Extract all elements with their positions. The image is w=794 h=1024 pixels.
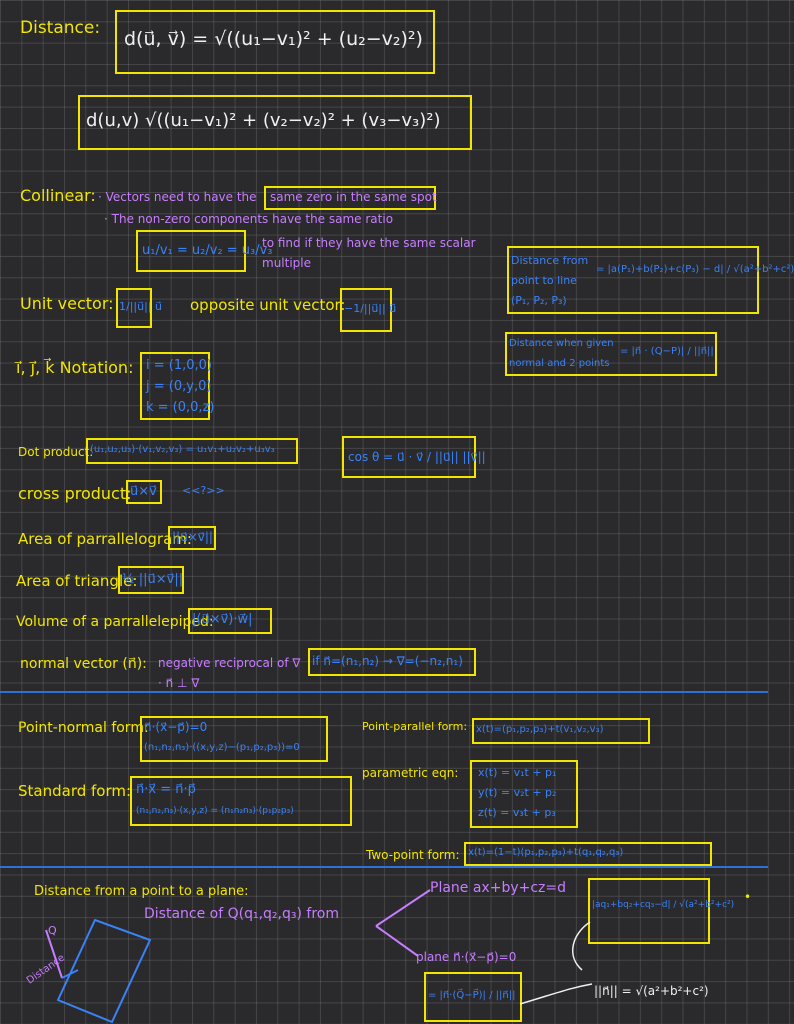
plane-formula: |aq₁+bq₂+cq₃−d| / √(a²+b²+c²) — [592, 900, 735, 910]
collinear-note2: multiple — [262, 256, 312, 270]
plane-normal: plane n⃗·(x⃗−p⃗)=0 — [416, 950, 517, 964]
normal-vector-label: normal vector (n⃗): — [20, 656, 147, 672]
collinear-ratio-box — [136, 230, 246, 272]
area-parallelogram-box — [168, 526, 216, 550]
distance-2d-box — [115, 10, 435, 74]
point-line-label2: point to line — [511, 274, 577, 287]
diagram-q: Q — [48, 924, 57, 937]
point-parallel-label: Point-parallel form: — [362, 720, 468, 733]
arrow-curve-2 — [519, 983, 593, 1005]
two-point-formula: x(t)=(1−t)(p₁,p₂,p₃)+t(q₁,q₂,q₃) — [468, 847, 624, 858]
plane-distance-subtitle: Distance of Q(q₁,q₂,q₃) from — [144, 906, 339, 922]
standard-form-line2: (n₁,n₂,n₃)·(x,y,z) = (n₁n₂n₃)·(p₁p₂p₃) — [136, 806, 294, 816]
collinear-line1: · Vectors need to have the — [98, 190, 257, 204]
plane-shape — [56, 918, 152, 1024]
parametric-y: y(t) = v₂t + p₂ — [478, 786, 557, 799]
standard-form-label: Standard form: — [18, 782, 132, 800]
norm-def: ||n⃗|| = √(a²+b²+c²) — [594, 984, 709, 998]
opposite-unit-formula: −1/||u⃗|| u⃗ — [344, 302, 397, 315]
standard-form-line1: n⃗·x⃗ = n⃗·p⃗ — [136, 782, 196, 797]
normal-formula: = |n⃗·(Q⃗−P⃗)| / ||n⃗|| — [428, 990, 516, 1001]
collinear-ratio: u₁/v₁ = u₂/v₂ = u₃/v₃ — [142, 243, 273, 258]
branch-line-down — [375, 925, 419, 957]
ijk-j: j = (0,y,0) — [146, 379, 212, 394]
point-normal-box — [140, 716, 328, 762]
opposite-unit-label: opposite unit vector: — [190, 296, 346, 314]
cross-product-formula: u⃗×v⃗ — [130, 484, 157, 499]
ijk-box — [140, 352, 210, 420]
opposite-unit-box — [340, 288, 392, 332]
point-parallel-box — [472, 718, 650, 744]
distance-label: Distance: — [20, 18, 101, 38]
distance-3d-formula: d(u,v) √((u₁−v₁)² + (v₂−v₂)² + (v₃−v₃)²) — [86, 110, 441, 131]
collinear-boxed — [264, 186, 436, 210]
dot-product-label: Dot product: — [18, 445, 94, 459]
plane-formula-box — [588, 878, 710, 944]
point-normal-line2: (n₁,n₂,n₃)·((x,y,z)−(p₁,p₂,p₃))=0 — [144, 742, 300, 753]
collinear-line1-boxed: same zero in the same spot — [270, 190, 437, 204]
cross-product-box — [126, 480, 162, 504]
unit-vector-box — [116, 288, 152, 328]
projection-line — [61, 969, 79, 979]
point-normal-line1: n⃗·(x⃗−p⃗)=0 — [144, 720, 208, 734]
plane-eq: Plane ax+by+cz=d — [430, 880, 567, 896]
unit-vector-label: Unit vector: — [20, 294, 114, 313]
dot-product-formula: (u₁,u₂,u₃)·(v₁,v₂,v₃) = u₁v₁+u₂v₂+u₃v₃ — [90, 444, 275, 455]
point-line-label1: Distance from — [511, 254, 589, 267]
point-line-box — [507, 246, 759, 314]
ijk-i: i = (1,0,0) — [146, 358, 212, 373]
plane-diagram — [45, 889, 593, 1024]
distance-2d-formula: d(u⃗, v⃗) = √((u₁−v₁)² + (u₂−v₂)²) — [124, 28, 423, 50]
dot-product-box — [86, 438, 298, 464]
normal-point-formula: = |n⃗ · (Q−P)| / ||n⃗|| — [620, 346, 714, 357]
section-divider-1 — [0, 691, 768, 693]
area-parallelogram-formula: ||u⃗×v⃗|| — [172, 530, 213, 544]
cos-formula: cos θ = u⃗ · v⃗ / ||u⃗|| ||v⃗|| — [348, 450, 486, 464]
parametric-x: x(t) = v₁t + p₁ — [478, 766, 557, 779]
unit-vector-formula: 1/||u⃗|| u⃗ — [119, 300, 162, 313]
cos-box — [342, 436, 476, 478]
point-line-label3: (P₁, P₂, P₃) — [511, 294, 567, 307]
arrow-curve-1 — [572, 921, 591, 971]
normal-vector-desc: negative reciprocal of ∇ — [158, 656, 301, 670]
section-divider-2 — [0, 866, 768, 868]
area-triangle-box — [118, 566, 184, 594]
parametric-box — [470, 760, 578, 828]
branch-line-up — [375, 889, 431, 927]
distance-3d-box — [78, 95, 472, 150]
ijk-label: i⃗, j⃗, k⃗ Notation: — [16, 358, 134, 377]
area-triangle-label: Area of triangle: — [16, 572, 138, 590]
point-parallel-formula: x(t)=(p₁,p₂,p₃)+t(v₁,v₂,v₃) — [476, 724, 604, 735]
normal-formula-box — [424, 972, 522, 1022]
normal-point-label2: normal and 2 points — [509, 358, 610, 369]
point-normal-label: Point-normal form: — [18, 720, 149, 736]
normal-vector-box — [308, 648, 476, 676]
cross-product-note: <<?>> — [182, 484, 225, 497]
parametric-z: z(t) = v₃t + p₃ — [478, 806, 556, 819]
plane-distance-title: Distance from a point to a plane: — [34, 884, 249, 899]
collinear-label: Collinear: — [20, 186, 96, 205]
stray-dot: • — [744, 890, 752, 904]
two-point-box — [464, 842, 712, 866]
normal-point-label1: Distance when given — [509, 338, 614, 349]
standard-form-box — [130, 776, 352, 826]
ijk-k: k = (0,0,z) — [146, 400, 215, 415]
volume-box — [188, 608, 272, 634]
two-point-label: Two-point form: — [366, 848, 460, 862]
normal-point-box — [505, 332, 717, 376]
area-triangle-formula: ½ ||u⃗×v⃗|| — [122, 572, 184, 587]
collinear-line2: · The non-zero components have the same … — [104, 212, 394, 226]
normal-vector-formula: if n⃗=(n₁,n₂) → ∇=(−n₂,n₁) — [312, 654, 463, 668]
area-parallelogram-label: Area of parrallelogram: — [18, 530, 192, 548]
cross-product-label: cross product: — [18, 484, 132, 503]
distance-line — [45, 929, 63, 979]
volume-label: Volume of a parrallelepiped: — [16, 614, 214, 630]
point-line-formula: = |a(P₁)+b(P₂)+c(P₃) − d| / √(a²+b²+c²) — [596, 264, 794, 275]
normal-vector-perp: · n⃗ ⊥ ∇ — [158, 676, 200, 690]
volume-formula: |(u⃗×v⃗)·w⃗| — [192, 612, 253, 627]
parametric-label: parametric eqn: — [362, 766, 459, 780]
collinear-note1: to find if they have the same scalar — [262, 236, 476, 250]
